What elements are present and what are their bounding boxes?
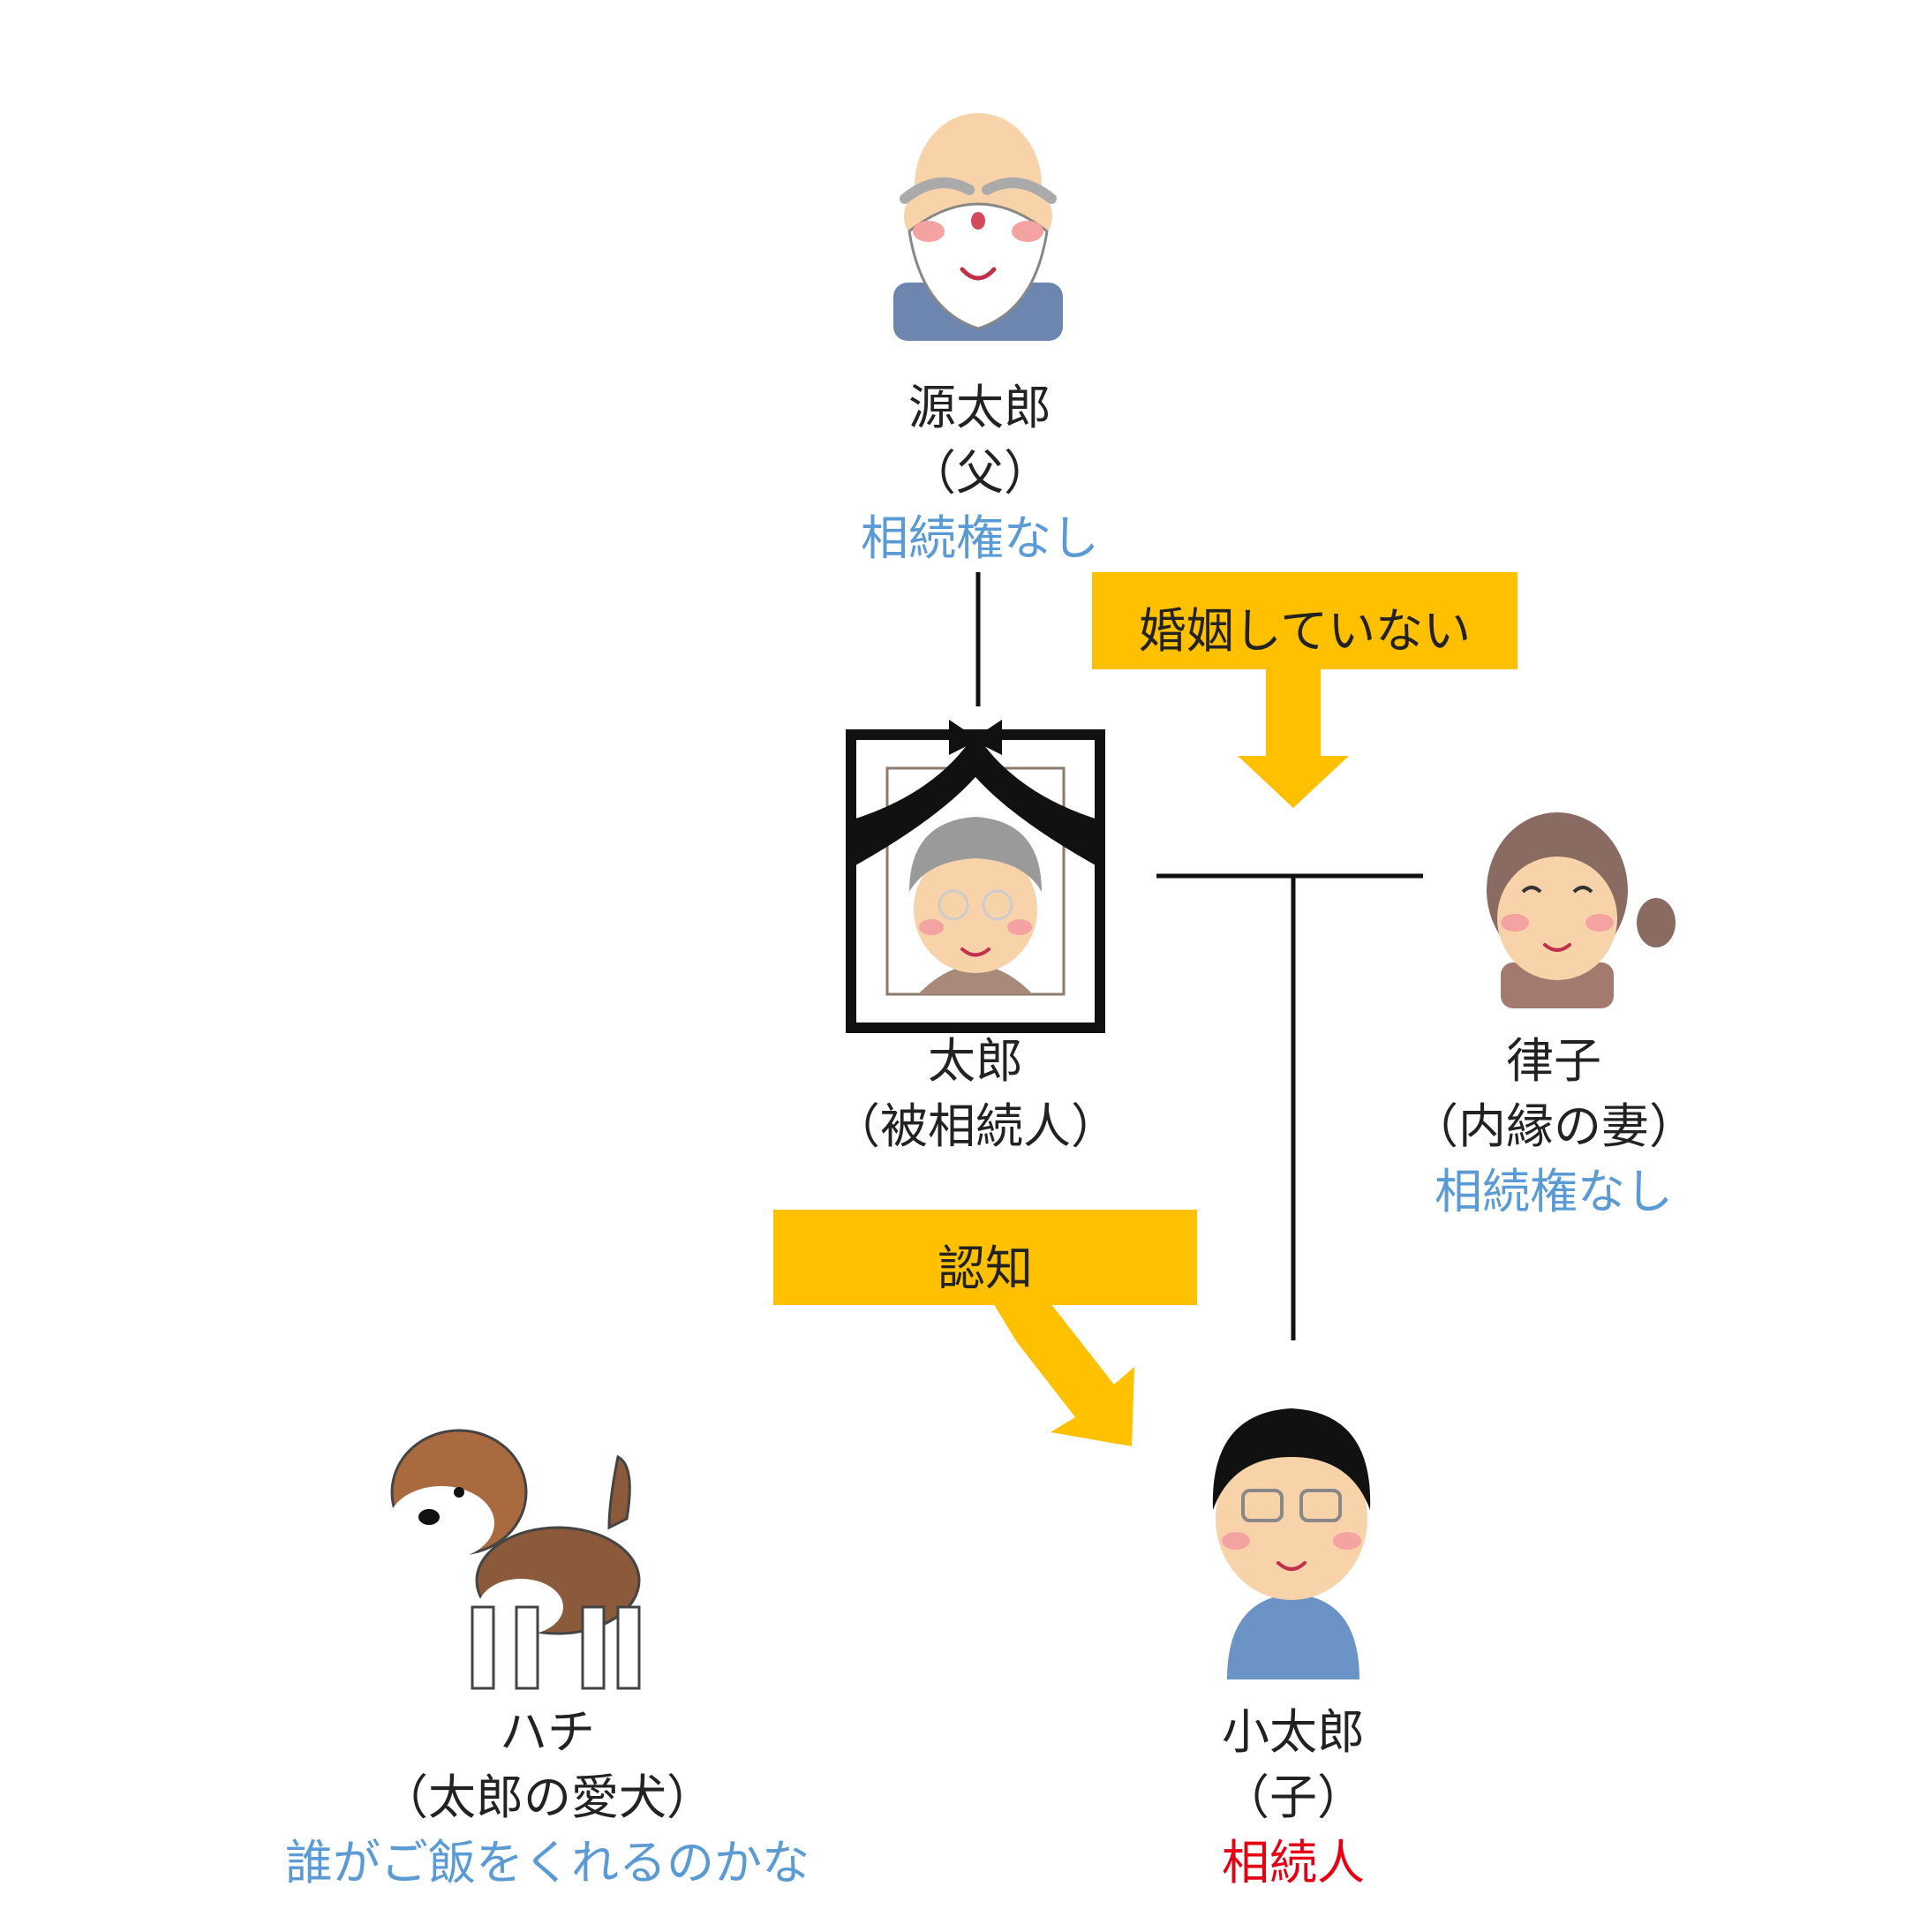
acknowledged-text: 認知 <box>938 1241 1033 1296</box>
partner-label: 律子 （内縁の妻） 相続権なし <box>1377 1029 1730 1225</box>
deceased-label: 太郎 （被相続人） <box>799 1029 1152 1159</box>
dog-name: ハチ <box>500 1704 595 1760</box>
partner-relation: （内縁の妻） <box>1411 1098 1697 1154</box>
dog-status: 誰がご飯をくれるのかな <box>285 1835 810 1890</box>
dog-illustration <box>388 1429 641 1690</box>
deceased-portrait <box>846 720 1105 1033</box>
father-label: 源太郎 （父） 相続権なし <box>803 375 1156 571</box>
father-illustration <box>893 113 1063 341</box>
deceased-name: 太郎 <box>928 1033 1023 1089</box>
father-status: 相続権なし <box>861 510 1099 566</box>
child-relation: （子） <box>1222 1770 1365 1825</box>
partner-status: 相続権なし <box>1435 1164 1673 1219</box>
child-name: 小太郎 <box>1222 1704 1365 1760</box>
not-married-text: 婚姻していない <box>1138 603 1472 659</box>
child-label: 小太郎 （子） 相続人 <box>1117 1700 1470 1896</box>
child-illustration <box>1212 1408 1371 1679</box>
partner-illustration <box>1487 812 1676 1008</box>
not-married-callout <box>1092 572 1518 808</box>
dog-label: ハチ （太郎の愛犬） 誰がご飯をくれるのかな <box>221 1700 874 1896</box>
child-status: 相続人 <box>1222 1835 1365 1890</box>
deceased-relation: （被相続人） <box>832 1098 1118 1154</box>
father-name: 源太郎 <box>908 380 1051 435</box>
father-relation: （父） <box>908 445 1051 501</box>
acknowledged-callout <box>773 1210 1197 1446</box>
partner-name: 律子 <box>1506 1033 1601 1089</box>
dog-relation: （太郎の愛犬） <box>380 1770 714 1825</box>
